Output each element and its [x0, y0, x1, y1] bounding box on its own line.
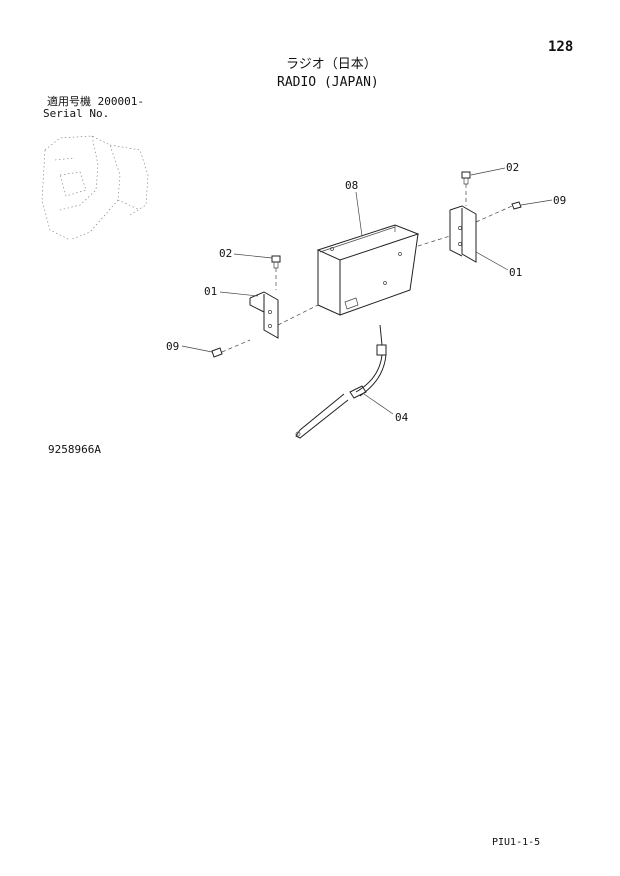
- serial-label-english: Serial No.: [43, 107, 110, 120]
- callout-01-left: 01: [204, 285, 218, 298]
- page-number: 128: [548, 39, 574, 55]
- callout-02-left: 02: [219, 247, 233, 260]
- illustration-number: 9258966A: [48, 443, 101, 456]
- bolt-left: [271, 255, 281, 269]
- callout-02-right: 02: [506, 161, 520, 174]
- bolt-right: [461, 171, 471, 185]
- assembly-centerlines: [221, 184, 513, 353]
- callout-08: 08: [345, 179, 359, 192]
- footer-section-code: PIU1-1-5: [492, 837, 541, 848]
- callout-09-right: 09: [553, 194, 567, 207]
- page-title-japanese: ラジオ（日本）: [286, 57, 377, 72]
- callout-04: 04: [395, 411, 409, 424]
- machine-location-sketch: [41, 135, 149, 241]
- callout-09-left: 09: [166, 340, 180, 353]
- serial-range-japanese: 適用号機 200001-: [47, 95, 144, 108]
- nut-left: [211, 347, 223, 358]
- page-title-english: RADIO (JAPAN): [277, 75, 379, 90]
- right-bracket: [449, 205, 477, 263]
- radio-unit: [316, 224, 420, 316]
- callout-01-right: 01: [509, 266, 523, 279]
- nut-right: [511, 201, 522, 210]
- left-bracket: [249, 291, 279, 339]
- antenna-cable: [295, 324, 387, 439]
- callout-leaders: [181, 167, 553, 415]
